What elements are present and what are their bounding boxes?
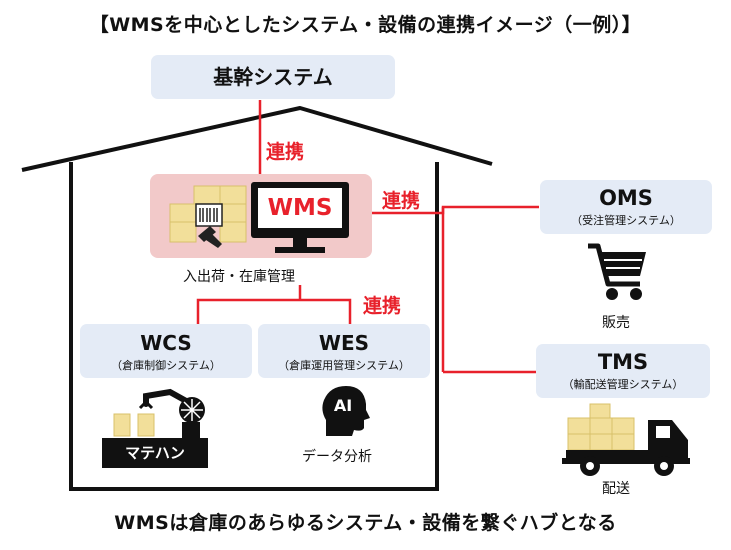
oms-desc: （受注管理システム） bbox=[571, 214, 681, 227]
link-wcs-wes bbox=[196, 298, 352, 324]
monitor-base bbox=[275, 247, 325, 253]
tms-box: TMS （輸配送管理システム） bbox=[536, 344, 710, 398]
wes-device-label: データ分析 bbox=[302, 449, 372, 465]
wcs-device-label: マテハン bbox=[125, 444, 185, 462]
oms-name: OMS bbox=[599, 186, 653, 210]
tms-desc: （輸配送管理システム） bbox=[562, 378, 684, 391]
wms-screen bbox=[258, 188, 342, 228]
core-system-label: 基幹システム bbox=[213, 65, 333, 89]
material-handling-bar bbox=[102, 438, 208, 468]
wms-function-label: 入出荷・在庫管理 bbox=[183, 269, 295, 285]
wes-name: WES bbox=[318, 331, 370, 355]
page-title: 【WMSを中心としたシステム・設備の連携イメージ（一例）】 bbox=[89, 14, 642, 36]
ai-text: AI bbox=[333, 396, 353, 415]
shopping-cart-icon bbox=[588, 243, 646, 300]
house-roof bbox=[21, 106, 493, 172]
wms-monitor: WMS bbox=[251, 182, 349, 238]
wes-desc: （倉庫運用管理システム） bbox=[278, 359, 410, 372]
oms-function-label: 販売 bbox=[602, 315, 630, 331]
wcs-desc: （倉庫制御システム） bbox=[111, 359, 221, 372]
wms-name: WMS bbox=[267, 195, 333, 221]
wcs-name: WCS bbox=[140, 331, 192, 355]
link-label-core: 連携 bbox=[266, 141, 305, 163]
link-label-wcs-wes: 連携 bbox=[363, 295, 402, 317]
tms-function-label: 配送 bbox=[602, 481, 630, 497]
warehouse-scanner-icon bbox=[169, 185, 247, 248]
robot-arm-icon bbox=[113, 388, 205, 438]
oms-box: OMS （受注管理システム） bbox=[540, 180, 712, 234]
tms-name: TMS bbox=[597, 350, 649, 374]
link-label-oms: 連携 bbox=[382, 190, 421, 212]
caption: WMSは倉庫のあらゆるシステム・設備を繋ぐハブとなる bbox=[114, 512, 617, 534]
house-walls bbox=[69, 162, 439, 491]
monitor-stand bbox=[293, 238, 307, 248]
delivery-truck-icon bbox=[562, 403, 690, 476]
wcs-box: WCS （倉庫制御システム） bbox=[80, 324, 252, 378]
wes-box: WES （倉庫運用管理システム） bbox=[258, 324, 430, 378]
ai-head-icon bbox=[322, 386, 370, 436]
core-system-box: 基幹システム bbox=[151, 55, 395, 99]
